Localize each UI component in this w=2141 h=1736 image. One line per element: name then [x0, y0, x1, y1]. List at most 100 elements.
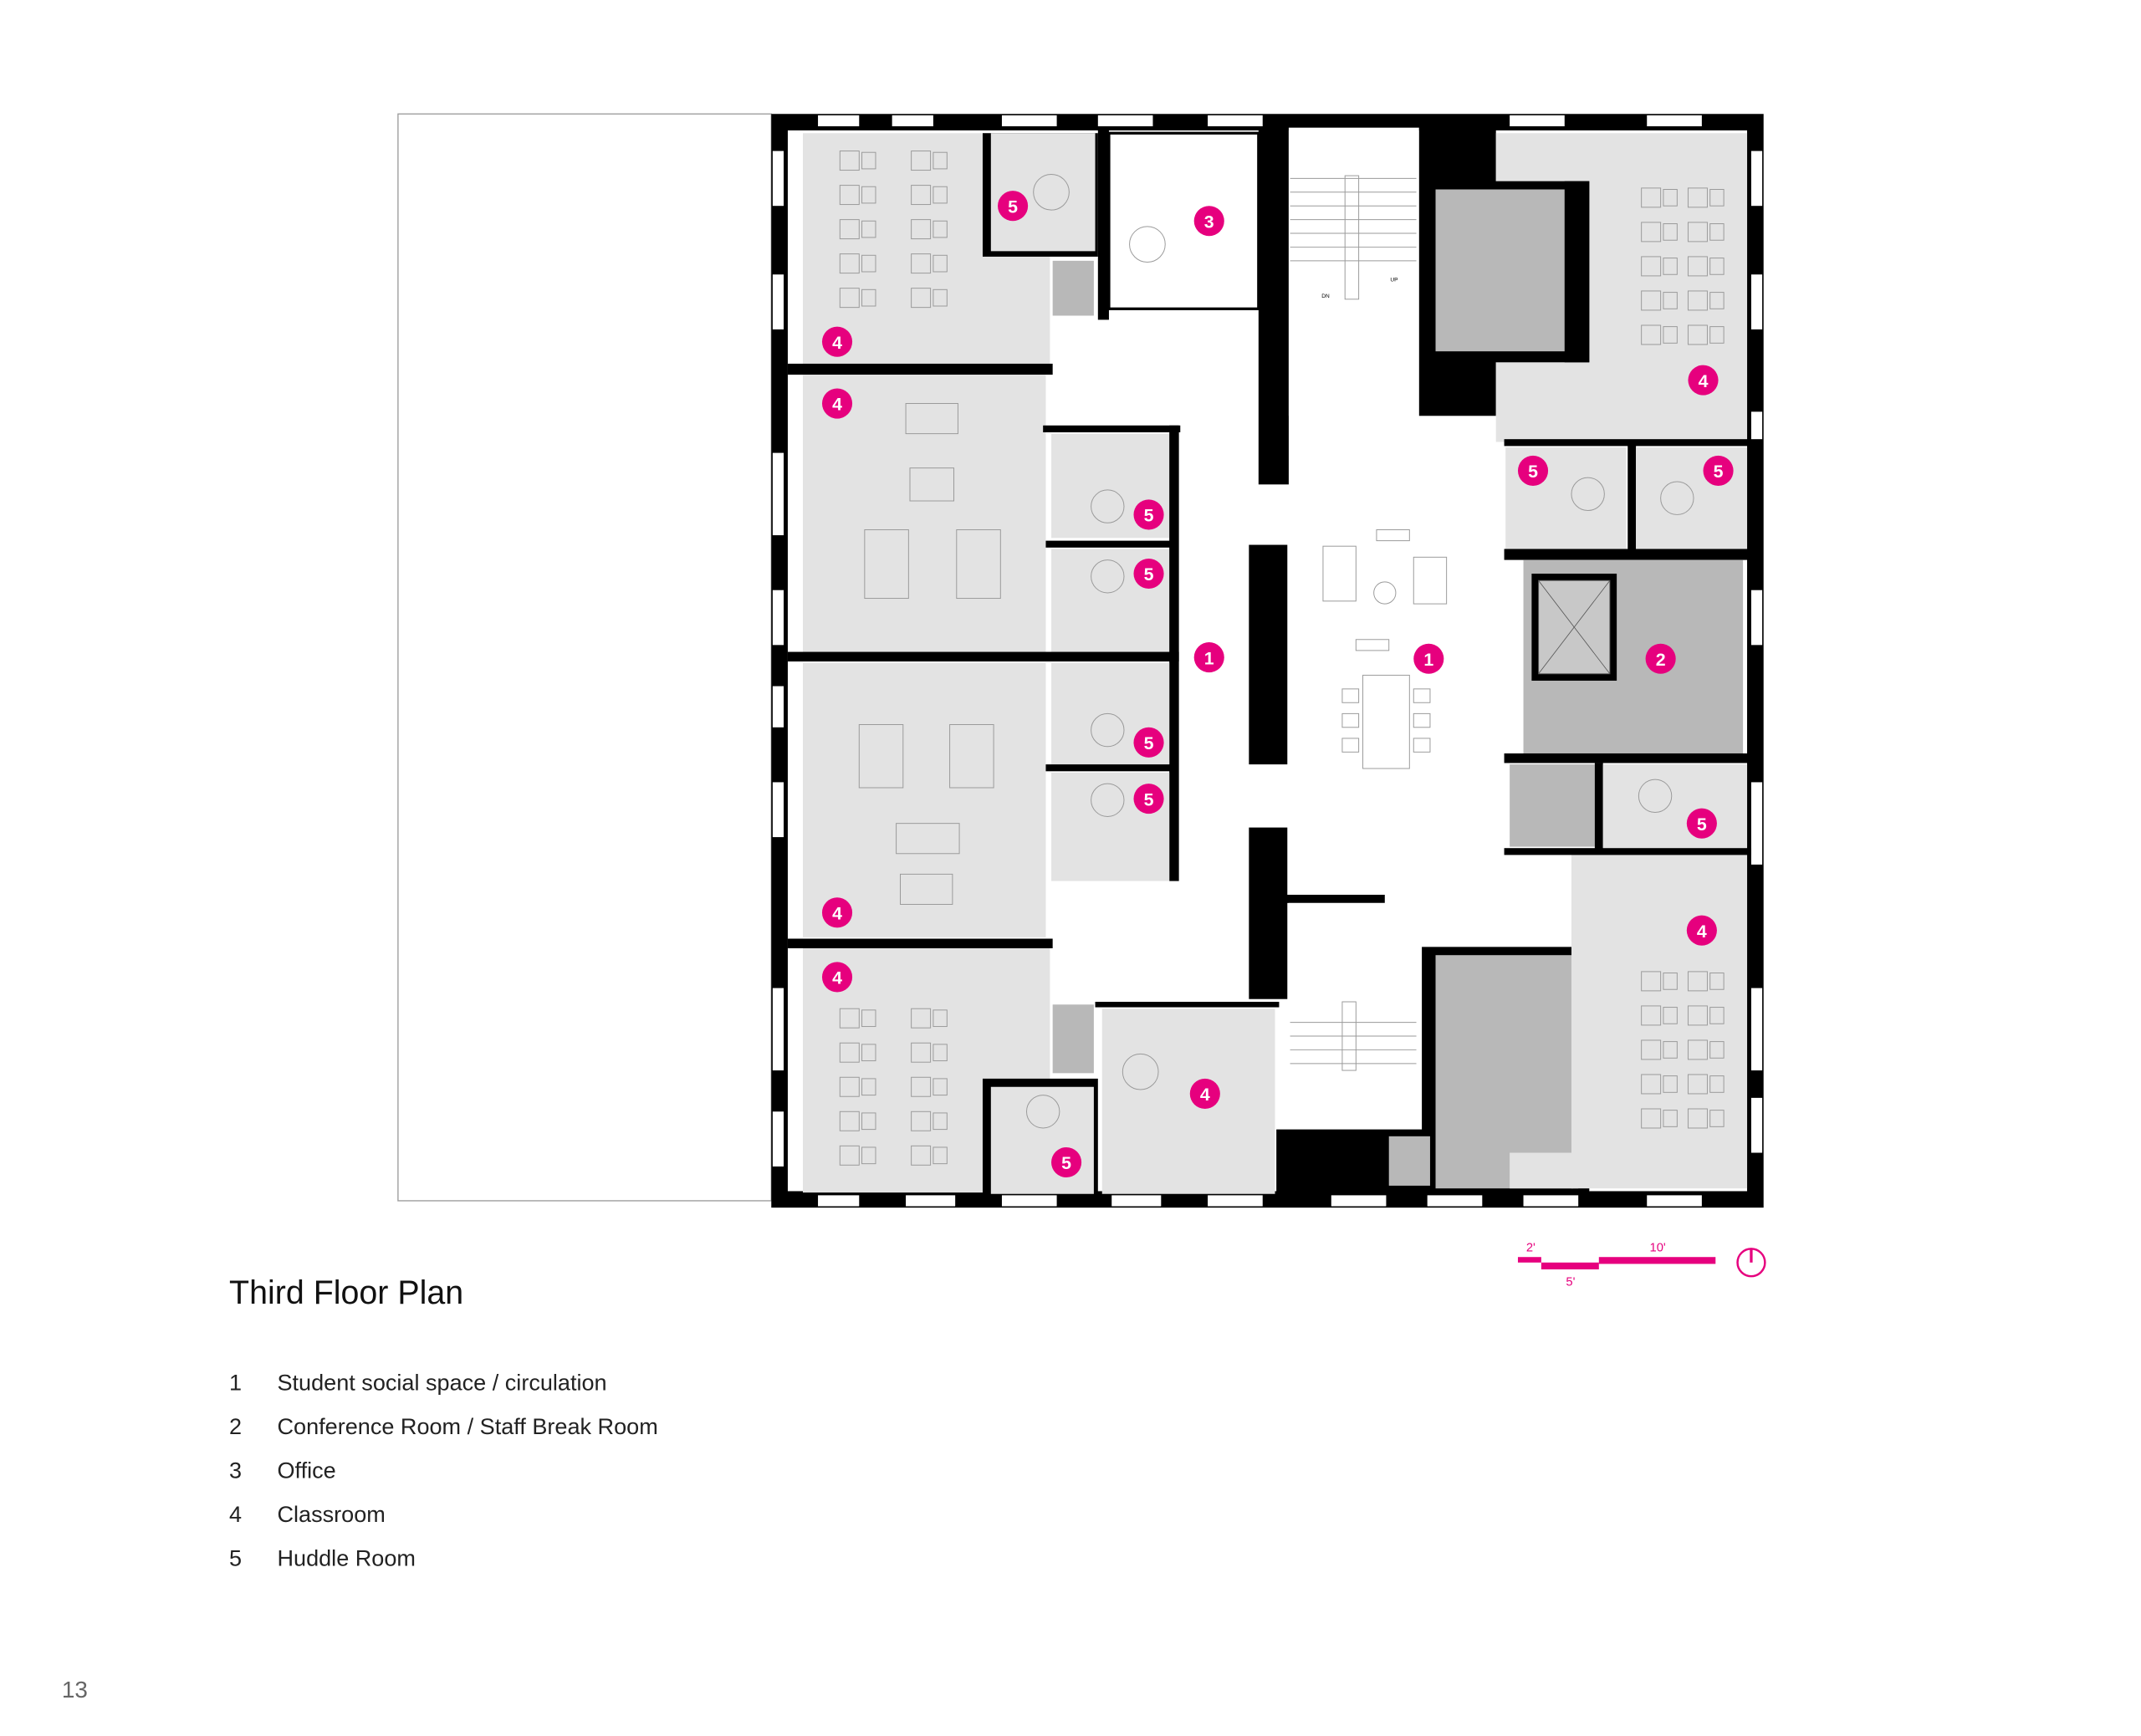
svg-text:5: 5 [1008, 197, 1018, 217]
chair [861, 186, 876, 204]
desk [1641, 187, 1662, 208]
desk [839, 253, 860, 274]
stair-dn-label: DN [1321, 294, 1330, 299]
huddle-room-r3 [1602, 764, 1748, 849]
desk [911, 253, 932, 274]
chair [861, 288, 876, 307]
desk [839, 1008, 860, 1029]
scale-label-10ft: 10' [1650, 1242, 1666, 1255]
desk [839, 185, 860, 206]
desk [1641, 971, 1662, 992]
chair [1663, 326, 1678, 344]
scale-label-5ft: 5' [1566, 1276, 1575, 1289]
desk [1641, 1074, 1662, 1095]
svg-text:Conference Room / Staff Break: Conference Room / Staff Break Room [277, 1413, 657, 1439]
svg-text:1: 1 [1423, 650, 1433, 670]
chair [933, 254, 948, 273]
stair-bottom [1288, 902, 1419, 1130]
chair [933, 1078, 948, 1096]
scale-label-2ft: 2' [1526, 1242, 1535, 1255]
room-marker: 4 [821, 897, 853, 928]
desk [911, 1145, 932, 1166]
svg-text:5: 5 [1144, 733, 1154, 753]
svg-text:5: 5 [1061, 1153, 1071, 1173]
stair-top-treads [1290, 175, 1417, 300]
svg-text:4: 4 [832, 333, 842, 353]
chair [861, 1078, 876, 1096]
chair [1709, 1110, 1725, 1127]
closet [1052, 260, 1094, 316]
desk [1687, 1039, 1708, 1060]
classroom-bottom-right [1571, 853, 1748, 1189]
lounge-furniture [858, 173, 1694, 1129]
desk [911, 1042, 932, 1063]
chair [861, 1112, 876, 1131]
desk [1687, 222, 1708, 243]
svg-text:4: 4 [832, 968, 842, 988]
chair [1663, 973, 1678, 990]
chair [861, 1146, 876, 1165]
classroom-bottom-center [1101, 1008, 1275, 1194]
chair [861, 1044, 876, 1062]
room-marker: 5 [1517, 455, 1549, 486]
desk [1687, 1005, 1708, 1026]
chair [861, 220, 876, 238]
chair [1709, 292, 1725, 309]
room-marker: 4 [1688, 365, 1719, 396]
windows [772, 115, 1763, 1207]
room-marker: 5 [1133, 784, 1164, 814]
desk [1687, 256, 1708, 277]
chair [1709, 223, 1725, 241]
svg-text:4: 4 [1200, 1085, 1210, 1105]
page-title: Third Floor Plan [229, 1274, 463, 1311]
chair [861, 151, 876, 170]
chair [861, 254, 876, 273]
north-arrow-icon [1736, 1248, 1766, 1278]
chair [1663, 1110, 1678, 1127]
desk [1687, 971, 1708, 992]
desk [839, 1076, 860, 1097]
room-marker: 2 [1645, 643, 1676, 674]
desk [1687, 187, 1708, 208]
svg-text:Classroom: Classroom [277, 1501, 385, 1527]
chair [933, 1146, 948, 1165]
room-marker: 5 [1133, 727, 1164, 758]
adjacent-building-outline [397, 113, 772, 1202]
chair [933, 186, 948, 204]
restroom-small [1510, 764, 1595, 847]
desk [1641, 256, 1662, 277]
stair-bottom-treads [1290, 1001, 1417, 1071]
svg-text:4: 4 [1697, 922, 1707, 942]
desk [1641, 1005, 1662, 1026]
svg-text:1: 1 [1204, 648, 1214, 668]
room-marker: 5 [1703, 455, 1734, 486]
desk [1687, 324, 1708, 345]
room-marker: 5 [1686, 808, 1717, 839]
chair [1663, 223, 1678, 241]
room-marker: 5 [998, 191, 1029, 222]
chair [861, 1009, 876, 1028]
chair [933, 151, 948, 170]
desk [911, 219, 932, 240]
desk [839, 288, 860, 309]
room-marker: 1 [1413, 643, 1444, 674]
desk [911, 1008, 932, 1029]
svg-text:2: 2 [1656, 650, 1666, 670]
chair [1663, 292, 1678, 309]
page-number: 13 [62, 1677, 88, 1703]
chair [1663, 258, 1678, 275]
scale-bar: 2' 5' 10' [1517, 1242, 1716, 1289]
svg-text:5: 5 [1714, 462, 1724, 482]
classroom-left-3 [803, 662, 1046, 937]
svg-text:3: 3 [229, 1457, 242, 1483]
chair [1709, 189, 1725, 207]
desk [911, 288, 932, 309]
stair-up-label: UP [1390, 277, 1398, 283]
desk [1641, 1108, 1662, 1129]
desk [1641, 222, 1662, 243]
chair [1709, 973, 1725, 990]
